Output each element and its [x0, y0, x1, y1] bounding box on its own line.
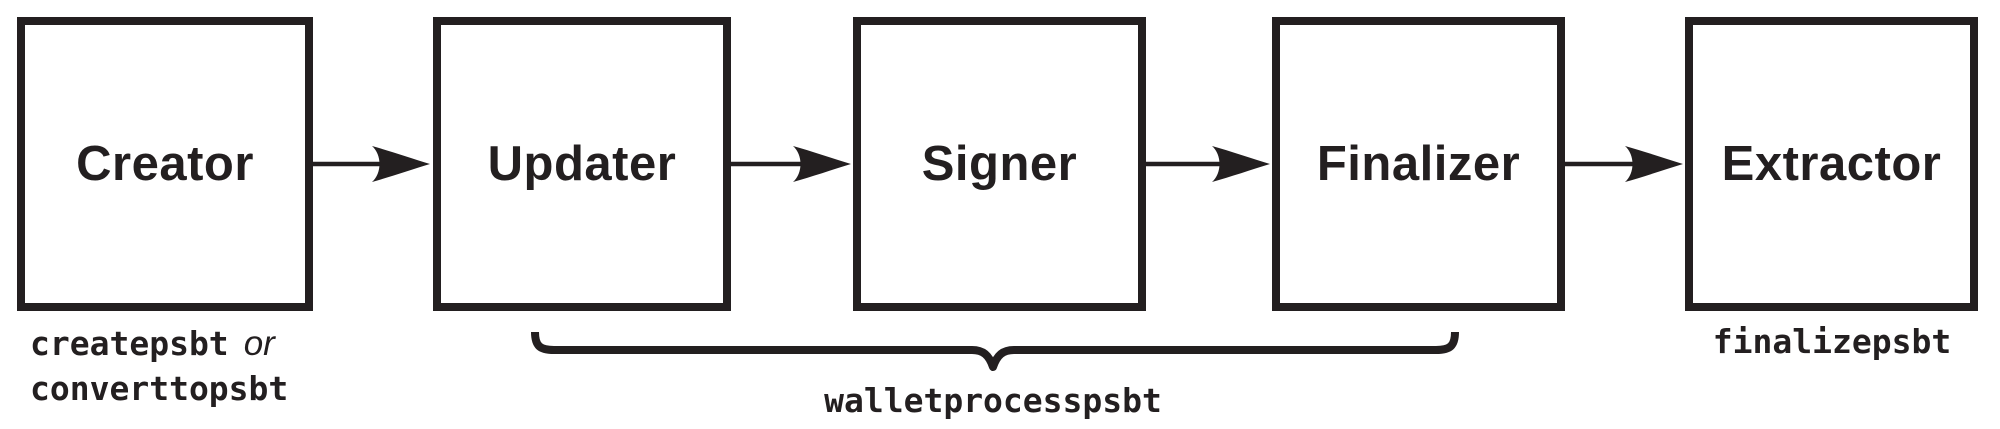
node-finalizer-label: Finalizer — [1316, 137, 1521, 191]
node-signer: Signer — [853, 17, 1146, 311]
caption-creator-line2: converttopsbt — [30, 366, 288, 411]
node-extractor: Extractor — [1685, 17, 1978, 311]
node-extractor-label: Extractor — [1721, 137, 1942, 191]
caption-walletprocesspsbt: walletprocesspsbt — [824, 381, 1162, 420]
rpc-converttopsbt: converttopsbt — [30, 369, 289, 408]
flow-arrow-icon — [1565, 146, 1683, 182]
caption-finalizepsbt: finalizepsbt — [1712, 322, 1952, 361]
flow-arrow-icon — [731, 146, 851, 182]
underbrace-icon — [531, 331, 1459, 371]
node-creator: Creator — [17, 17, 313, 311]
node-updater: Updater — [433, 17, 731, 311]
node-updater-label: Updater — [487, 137, 677, 191]
flow-arrow-icon — [1146, 146, 1270, 182]
node-finalizer: Finalizer — [1272, 17, 1565, 311]
conjunction-or: or — [243, 324, 275, 363]
caption-creator-rpcs: createpsbt or converttopsbt — [30, 321, 288, 411]
rpc-createpsbt: createpsbt — [30, 324, 229, 363]
node-signer-label: Signer — [921, 137, 1078, 191]
node-creator-label: Creator — [76, 137, 254, 191]
caption-creator-line1: createpsbt or — [30, 321, 288, 366]
flow-arrow-icon — [313, 146, 430, 182]
